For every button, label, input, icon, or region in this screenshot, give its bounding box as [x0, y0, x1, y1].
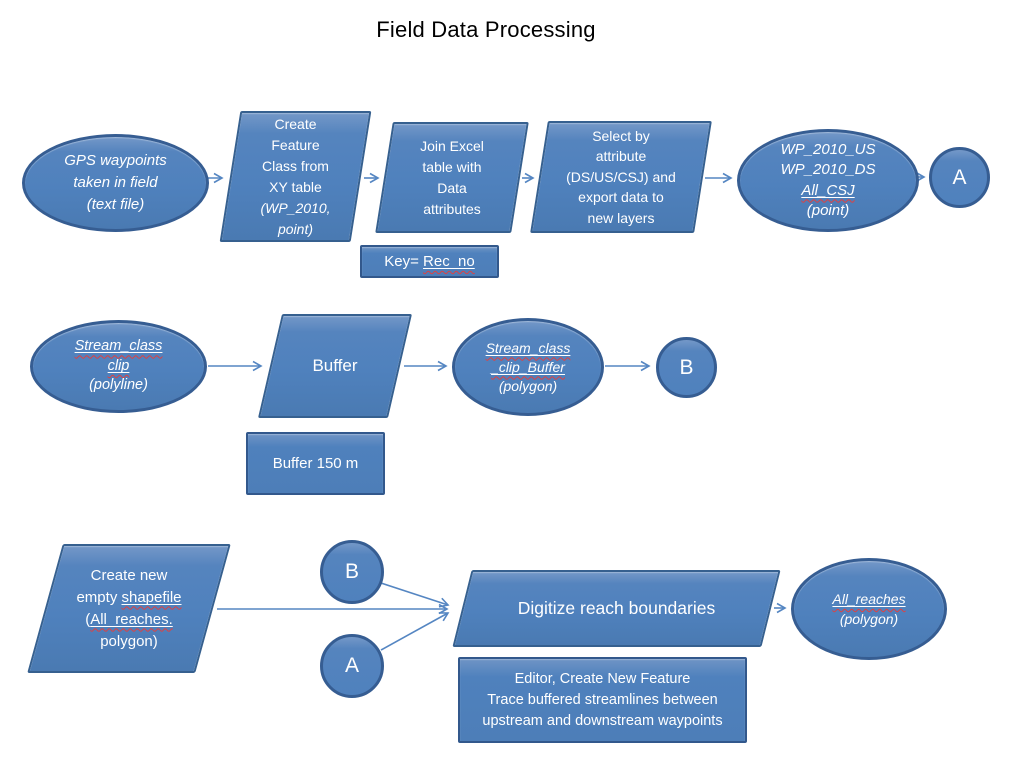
create-feature-class-parallelogram: Create Feature Class from XY table (WP_2… — [230, 111, 361, 242]
shape-text-line: upstream and downstream waypoints — [482, 712, 723, 729]
shape-text-line: All_reaches — [832, 591, 906, 607]
shape-text-line: All_CSJ — [801, 181, 855, 199]
connector-label: B — [344, 560, 359, 583]
connector-b-circle-2: B — [320, 540, 384, 604]
shape-text-line: _clip_Buffer — [491, 358, 565, 375]
shape-text-line: (All_reaches. — [85, 610, 173, 628]
shape-text-line: Select by — [592, 127, 650, 144]
connector-label: B — [679, 355, 694, 379]
shape-text-line: Key= Rec_no — [384, 253, 475, 270]
shape-text-line: (polygon) — [839, 611, 899, 627]
shape-text-line: (text file) — [86, 196, 145, 213]
shape-text-line: WP_2010_DS — [780, 161, 876, 178]
gps-waypoints-ellipse: GPS waypoints taken in field (text file) — [22, 134, 209, 232]
shape-text-line: taken in field — [73, 174, 158, 191]
shape-text-line: Data — [437, 179, 467, 196]
editor-note-box: Editor, Create New Feature Trace buffere… — [458, 657, 747, 743]
shape-text-line: export data to — [578, 189, 664, 206]
line-b-to-digitize — [380, 582, 450, 608]
shape-text-line: (WP_2010, — [260, 199, 331, 216]
shape-text-line: empty shapefile — [76, 588, 182, 606]
buffer-parallelogram: Buffer — [270, 314, 400, 418]
shape-text-line: clip — [107, 357, 130, 374]
shape-text-line: (DS/US/CSJ) and — [566, 168, 676, 185]
shape-text-line: point) — [277, 220, 313, 237]
shape-text-line: WP_2010_US — [780, 140, 876, 158]
shape-text-line: Class from — [262, 157, 329, 174]
shape-text-line: (point) — [806, 202, 850, 219]
shape-text-line: attribute — [595, 148, 647, 165]
digitize-parallelogram: Digitize reach boundaries — [462, 570, 771, 647]
buffer-note-box: Buffer 150 m — [246, 432, 385, 495]
shape-text-line: new layers — [587, 209, 655, 226]
line-a-to-digitize — [380, 612, 450, 651]
shape-text-line: Join Excel — [420, 137, 484, 154]
shape-text-line: Digitize reach boundaries — [517, 598, 716, 618]
stream-class-clip-buffer-ellipse: Stream_class _clip_Buffer (polygon) — [452, 318, 604, 416]
shape-text-line: (polyline) — [89, 377, 148, 394]
shape-text-line: XY table — [269, 178, 322, 195]
join-excel-parallelogram: Join Excel table with Data attributes — [384, 122, 520, 233]
page-title: Field Data Processing — [376, 17, 596, 42]
shape-text-line: polygon) — [100, 632, 158, 650]
all-reaches-ellipse: All_reaches (polygon) — [791, 558, 947, 660]
shape-text-line: (polygon) — [498, 377, 558, 394]
create-shapefile-parallelogram: Create new empty shapefile (All_reaches.… — [45, 544, 213, 673]
connector-a-circle-1: A — [929, 147, 990, 208]
shape-text-line: Stream_class — [74, 338, 163, 355]
shape-text-line: Editor, Create New Feature — [514, 670, 691, 687]
shape-text-line: Feature — [271, 136, 320, 153]
shape-text-line: Buffer — [312, 356, 358, 375]
connector-label: A — [952, 165, 967, 189]
shape-text-line: Buffer 150 m — [272, 455, 359, 472]
wp-outputs-ellipse: WP_2010_US WP_2010_DS All_CSJ (point) — [737, 129, 919, 232]
select-by-attribute-parallelogram: Select by attribute (DS/US/CSJ) and expo… — [539, 121, 703, 233]
shape-text-line: Stream_class — [485, 339, 571, 356]
shape-text-line: table with — [422, 158, 482, 175]
shape-text-line: Trace buffered streamlines between — [487, 691, 718, 708]
shape-text-line: attributes — [423, 200, 481, 217]
shape-text-line: Create new — [90, 566, 168, 584]
connector-b-circle-1: B — [656, 337, 717, 398]
shape-text-line: Create — [274, 115, 317, 132]
stream-class-clip-ellipse: Stream_class clip (polyline) — [30, 320, 207, 413]
key-note-box: Key= Rec_no — [360, 245, 499, 278]
connector-label: A — [344, 654, 359, 677]
shape-text-line: GPS waypoints — [64, 152, 167, 169]
connector-a-circle-2: A — [320, 634, 384, 698]
